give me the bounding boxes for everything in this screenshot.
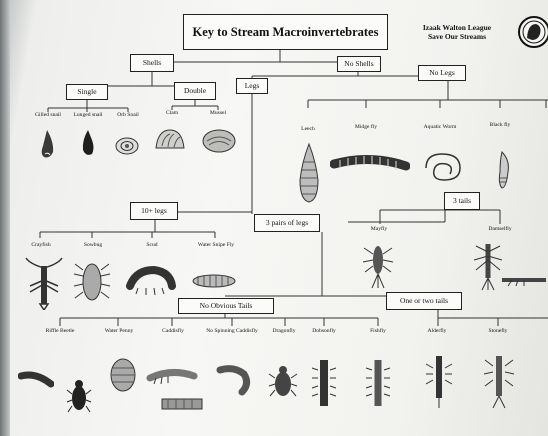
label-damselfly: Damselfly [480,226,520,232]
nonspin-caddis-icon [214,362,254,398]
label-sowbug: Sowbug [78,242,108,248]
aquatic-worm-icon [420,148,468,188]
label-riffle-beetle: Riffle Beetle [38,328,82,334]
label-fishfly: Fishfly [362,328,394,334]
node-legs: Legs [236,78,268,94]
crayfish-icon [22,256,66,310]
sowbug-icon [72,256,112,304]
node-three-tails: 3 tails [444,192,480,210]
scud-icon [126,266,176,296]
label-snipe-fly: Water Snipe Fly [192,242,240,248]
damselfly-side-icon [500,272,548,288]
riffle-beetle-adult-icon [66,376,92,416]
label-midge: Midge fly [346,124,386,130]
label-stonefly: Stonefly [480,328,516,334]
org-logo-icon [516,12,548,52]
label-leech: Leech [292,126,324,132]
node-ten-legs: 10+ legs [130,202,178,220]
label-water-penny: Water Penny [100,328,138,334]
node-double: Double [174,82,216,100]
label-blackfly: Black fly [482,122,518,128]
water-penny-icon [108,356,138,394]
orb-snail-icon [114,136,140,156]
alderfly-larva-icon [424,352,454,410]
label-scud: Scud [138,242,166,248]
dragonfly-nymph-icon [268,364,298,398]
lunged-snail-icon [78,128,98,158]
caddisfly-case-icon [156,394,206,414]
gilled-snail-icon [36,128,58,160]
leech-icon [296,142,322,204]
label-alderfly: Alderfly [420,328,454,334]
label-clam: Clam [156,110,188,116]
label-lunged-snail: Lunged snail [68,112,108,118]
node-six-legs: 3 pairs of legs [254,214,320,232]
riffle-beetle-larva-icon [18,370,54,392]
diagram-title: Key to Stream Macroinvertebrates [183,14,388,50]
label-mussel: Mussel [202,110,234,116]
label-crayfish: Crayfish [24,242,58,248]
fishfly-larva-icon [364,356,392,410]
snipe-fly-icon [190,270,238,292]
stonefly-nymph-icon [482,352,516,410]
label-mayfly: Mayfly [364,226,394,232]
midge-larva-icon [330,152,410,176]
label-dragonfly: Dragonfly [266,328,302,334]
label-gilled-snail: Gilled snail [28,112,68,118]
mayfly-nymph-icon [358,240,398,290]
label-dobsonfly: Dobsonfly [306,328,342,334]
label-orb-snail: Orb Snail [110,112,146,118]
dobsonfly-larva-icon [310,356,338,410]
org-name: Izaak Walton League Save Our Streams [411,24,503,41]
node-shells: Shells [130,54,174,72]
mussel-icon [202,128,236,154]
node-one-two-tails: One or two tails [386,292,462,310]
label-caddisfly: Caddisfly [156,328,190,334]
caddisfly-larva-icon [146,364,198,388]
label-worm: Aquatic Worm [418,124,462,130]
clam-icon [154,128,186,152]
label-nonspin-caddis: No Spinning Caddisfly [200,328,264,334]
node-single: Single [66,84,108,100]
node-no-tails: No Obvious Tails [178,298,274,314]
node-no-shells: No Shells [337,56,381,72]
org-line-2: Save Our Streams [411,33,503,42]
node-no-legs: No Legs [418,65,466,81]
blackfly-larva-icon [494,148,516,192]
